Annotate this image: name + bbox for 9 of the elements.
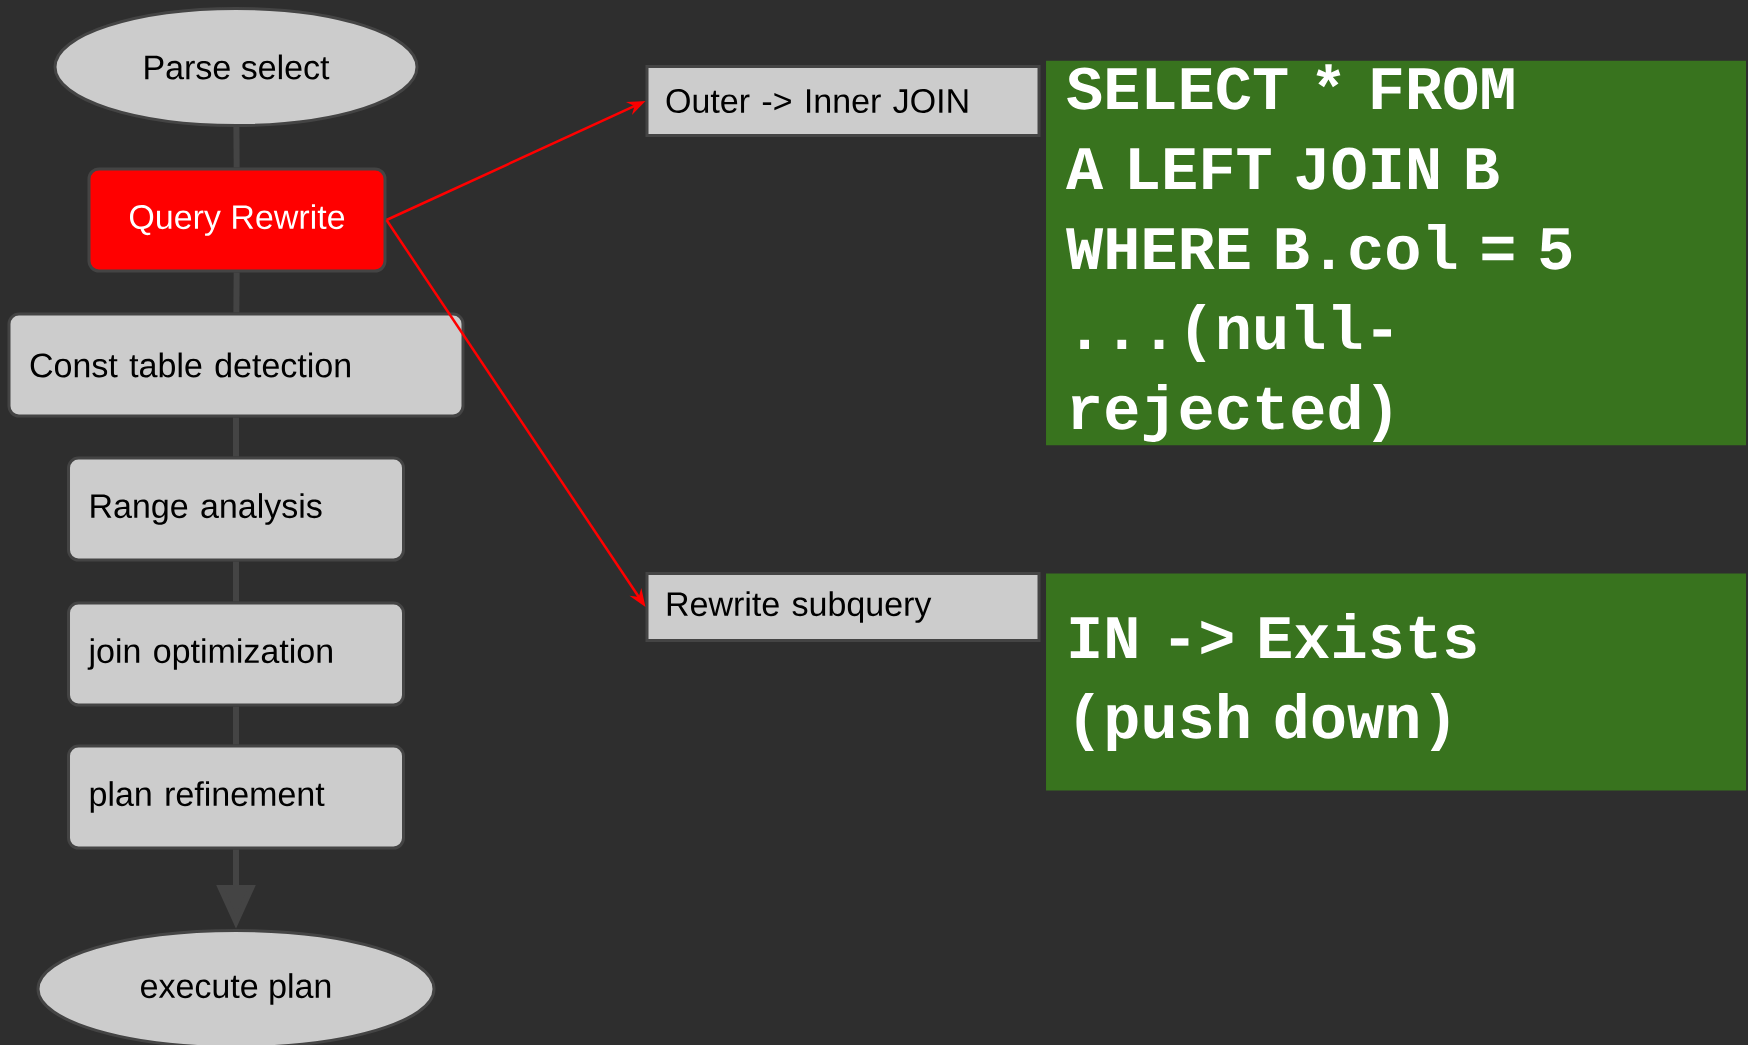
process-box: Query Rewrite	[87, 167, 387, 273]
process-box: join optimization	[67, 601, 405, 707]
step-box: Rewrite subquery	[645, 572, 1041, 642]
code-panel: SELECT * FROM A LEFT JOIN B WHERE B.col = 5 ...(null-rejected)	[1046, 60, 1746, 446]
process-box: plan refinement	[67, 744, 405, 850]
code-panel: IN -> Exists (push down)	[1046, 573, 1746, 791]
process-box: Range analysis	[67, 456, 405, 562]
step-box: Outer -> Inner JOIN	[645, 65, 1041, 137]
process-box: Const table detection	[7, 312, 465, 418]
